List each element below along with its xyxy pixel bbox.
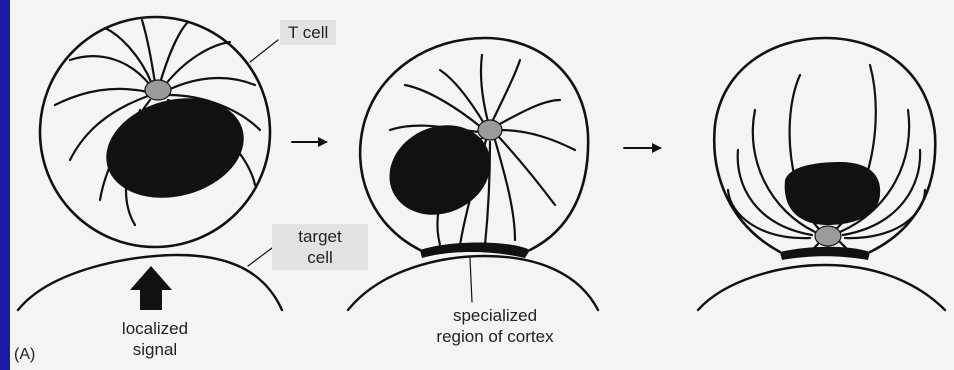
centrosome xyxy=(478,120,502,140)
stage-arrow-1 xyxy=(292,137,328,147)
target-cell-label: target cell xyxy=(272,224,368,270)
t-cell-leader xyxy=(250,40,278,62)
panel-label: (A) xyxy=(14,344,35,365)
specialized-cortex-label: specialized region of cortex xyxy=(400,305,590,347)
t-cell-label: T cell xyxy=(280,20,336,45)
stage-arrow-2 xyxy=(624,143,662,153)
localized-signal-label: localized signal xyxy=(100,318,210,360)
centrosome xyxy=(145,80,171,100)
figure-panel: T cell target cell localized signal spec… xyxy=(10,0,954,370)
target-cell-outline xyxy=(698,265,945,310)
cortex-region xyxy=(780,247,870,260)
cortex-leader xyxy=(470,258,472,302)
target-cell-outline xyxy=(348,256,598,310)
target-leader xyxy=(248,248,272,266)
signal-arrow xyxy=(130,266,172,310)
centrosome xyxy=(815,226,841,246)
